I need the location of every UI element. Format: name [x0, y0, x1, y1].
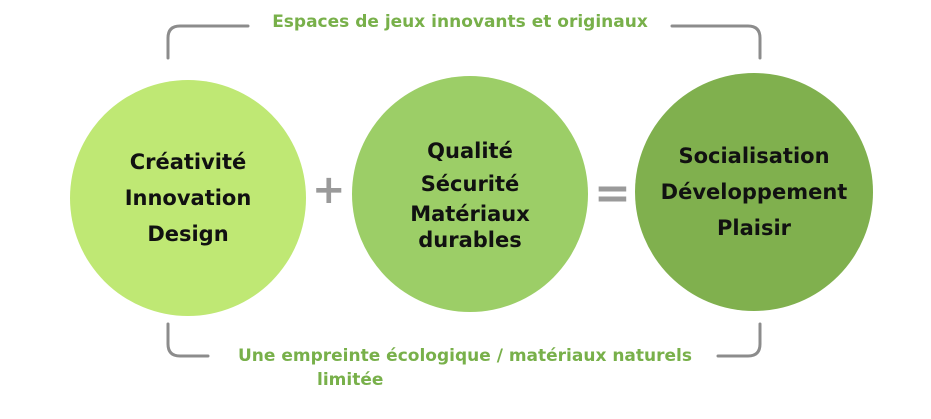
equals-operator: = — [594, 168, 631, 219]
circle-socialisation: Socialisation Développement Plaisir — [635, 73, 873, 311]
circle-2-line-1: Qualité — [427, 139, 513, 163]
circle-3-line-2: Développement — [660, 180, 848, 204]
circle-2-line-2: Sécurité — [420, 172, 520, 196]
circle-1-line-1: Créativité — [129, 150, 247, 174]
circle-3-line-3: Plaisir — [716, 216, 791, 240]
bottom-caption: Une empreinte écologique / matériaux nat… — [205, 344, 725, 392]
bottom-caption-line-2: limitée — [317, 370, 384, 390]
circle-quality: Qualité Sécurité Matériaux durables — [352, 76, 588, 312]
circle-1-line-3: Design — [147, 222, 229, 246]
circle-3-line-1: Socialisation — [678, 144, 830, 168]
circle-creativity: Créativité Innovation Design — [70, 80, 306, 316]
top-caption: Espaces de jeux innovants et originaux — [250, 10, 670, 34]
top-bracket-line — [166, 24, 762, 60]
plus-operator: + — [312, 167, 346, 213]
bottom-bracket-line — [166, 322, 762, 358]
circle-2-line-3: Matériaux — [410, 202, 530, 226]
bottom-caption-line-1: Une empreinte écologique / matériaux nat… — [232, 344, 698, 368]
circle-2-line-4: durables — [418, 228, 522, 252]
circle-1-line-2: Innovation — [124, 186, 252, 210]
